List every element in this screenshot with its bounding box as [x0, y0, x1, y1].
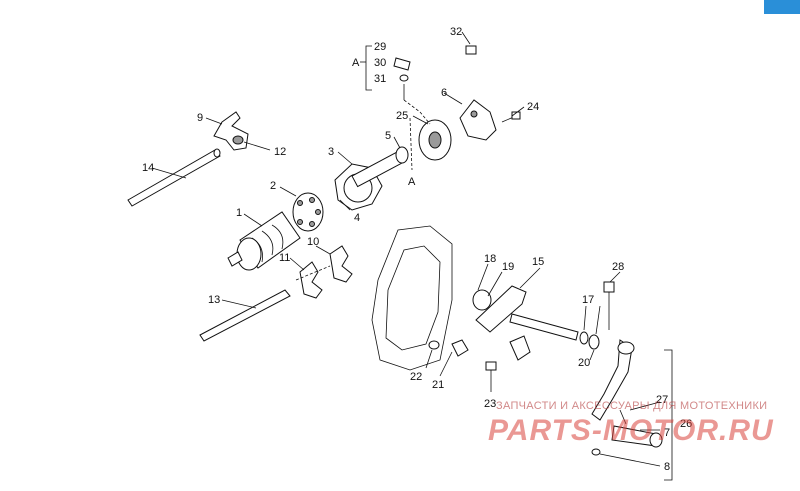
part-14-shaft	[127, 148, 221, 207]
corner-badge	[764, 0, 800, 14]
callout-5: 5	[385, 130, 391, 142]
callout-4: 4	[354, 212, 360, 224]
callout-3: 3	[328, 146, 334, 158]
callout-14: 14	[142, 162, 154, 174]
part-28-bolt	[603, 281, 615, 330]
callout-7: 7	[664, 427, 670, 439]
part-25-cam-plate	[418, 119, 452, 161]
callout-27: 27	[656, 394, 668, 406]
callout-6: 6	[441, 87, 447, 99]
callout-23: 23	[484, 398, 496, 410]
part-5-spring	[395, 146, 409, 164]
callout-labels: 1 2 3 4 5 6 7 8 9 10 11 12 13 14 15 17 1…	[142, 26, 692, 473]
callout-2: 2	[270, 180, 276, 192]
callout-19: 19	[502, 261, 514, 273]
part-17-20-seal-washer	[579, 331, 600, 350]
callout-26: 26	[680, 418, 692, 430]
watermark: ЗАПЧАСТИ И АКСЕССУАРЫ ДЛЯ МОТОТЕХНИКИ PA…	[488, 400, 774, 447]
section-marker-a: A	[408, 176, 416, 188]
part-32-bolt	[465, 45, 477, 55]
callout-25: 25	[396, 110, 408, 122]
part-24-screw	[501, 111, 521, 123]
watermark-tagline: ЗАПЧАСТИ И АКСЕССУАРЫ ДЛЯ МОТОТЕХНИКИ	[496, 400, 767, 412]
part-1-shift-drum	[227, 211, 301, 271]
part-10-11-forks	[299, 245, 353, 299]
callout-8: 8	[664, 461, 670, 473]
callout-1: 1	[236, 207, 242, 219]
callout-13: 13	[208, 294, 220, 306]
part-9-fork	[213, 111, 249, 151]
part-21-22-lever-spring	[428, 339, 469, 357]
group-label-a: A	[352, 57, 360, 69]
part-29-30-31-detent	[393, 57, 411, 100]
part-7-gear-pedal	[591, 339, 663, 448]
callout-20: 20	[578, 357, 590, 369]
part-6-retainer-plate	[459, 99, 497, 141]
callout-32: 32	[450, 26, 462, 38]
bracket	[509, 335, 531, 361]
part-15-shift-shaft	[472, 285, 579, 341]
callout-31: 31	[374, 73, 386, 85]
callout-22: 22	[410, 371, 422, 383]
callout-21: 21	[432, 379, 444, 391]
part-23-bolt	[485, 361, 497, 392]
callout-11: 11	[279, 252, 290, 264]
callout-28: 28	[612, 261, 624, 273]
leader-lines	[151, 31, 673, 481]
callout-17: 17	[582, 294, 594, 306]
callout-29: 29	[374, 41, 386, 53]
callout-18: 18	[484, 253, 496, 265]
part-13-shaft	[199, 289, 291, 342]
callout-15: 15	[532, 256, 544, 268]
callout-12: 12	[274, 146, 286, 158]
callout-30: 30	[374, 57, 386, 69]
part-3-selector	[334, 150, 405, 211]
crankcase-section	[371, 225, 453, 371]
callout-24: 24	[527, 101, 539, 113]
part-8-clip	[591, 448, 601, 456]
part-27-pin	[619, 409, 627, 425]
callout-9: 9	[197, 112, 203, 124]
part-2-drum-star	[292, 192, 324, 232]
watermark-brand: PARTS-MOTOR.RU	[488, 414, 774, 447]
callout-10: 10	[307, 236, 319, 248]
